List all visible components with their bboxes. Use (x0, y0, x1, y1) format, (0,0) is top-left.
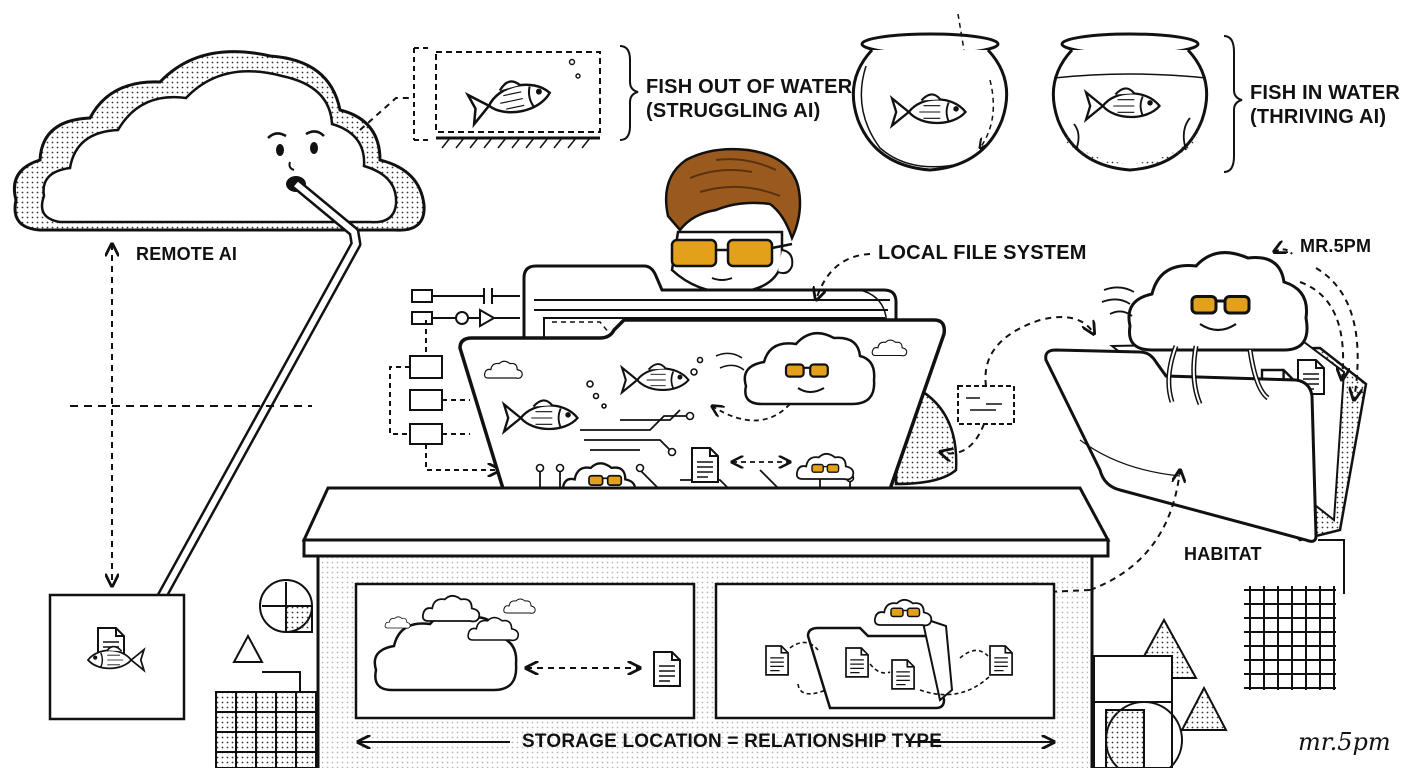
fish-bowl-left (851, 13, 1009, 172)
circuit-schematic (389, 288, 520, 470)
fish-bowl-right (1051, 32, 1243, 173)
habitat-label: HABITAT (1184, 544, 1262, 564)
fish-in-label-line2: (THRIVING AI) (1250, 106, 1387, 128)
geometric-decor-left (215, 579, 317, 768)
transfer-document (940, 316, 1094, 453)
fish-out-label-line1: FISH OUT OF WATER (646, 76, 853, 98)
local-file-system-label: LOCAL FILE SYSTEM (878, 242, 1087, 264)
remote-storage-panel (373, 594, 681, 692)
man-with-sunglasses (664, 147, 802, 294)
artist-signature: mr.5pm (1298, 728, 1391, 756)
mr5pm-cloud (1101, 249, 1358, 405)
remote-ai-label: REMOTE AI (136, 244, 238, 264)
geometric-decor-right (1093, 586, 1336, 768)
fish-in-label-line1: FISH IN WATER (1250, 82, 1401, 104)
remote-ai-cloud (13, 50, 426, 232)
local-storage-panel (765, 598, 1013, 710)
storage-location-caption: STORAGE LOCATION = RELATIONSHIP TYPE (522, 731, 943, 752)
fish-out-of-water-panel (359, 45, 639, 149)
mr5pm-label: MR.5PM (1300, 236, 1372, 256)
isolated-fish-box (48, 593, 186, 721)
fish-out-label-line2: (STRUGGLING AI) (646, 100, 821, 122)
